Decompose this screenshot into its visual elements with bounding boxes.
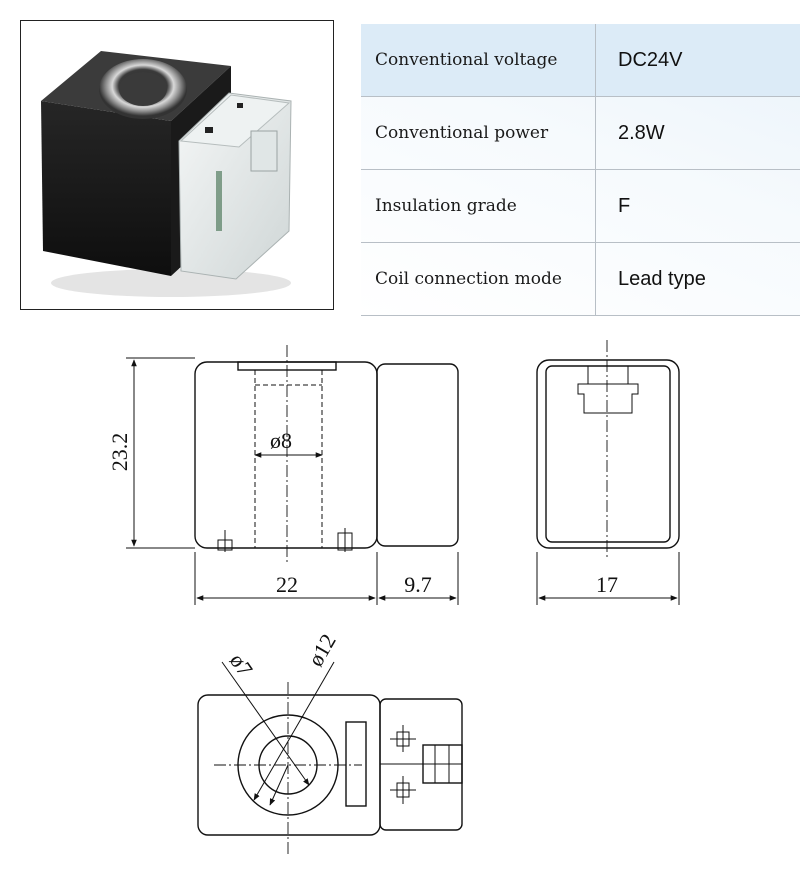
dim-body-width: 22 [276, 572, 298, 597]
dim-outer-bore: ø12 [303, 629, 341, 670]
dim-connector-width: 9.7 [404, 572, 432, 597]
spec-label: Conventional voltage [361, 24, 596, 97]
table-row: Coil connection mode Lead type [361, 242, 800, 316]
spec-label: Insulation grade [361, 169, 596, 243]
spec-value: DC24V [595, 24, 800, 97]
label-window [345, 721, 367, 807]
side-view: 17 [536, 340, 680, 605]
front-view-connector [376, 363, 459, 547]
spec-label: Conventional power [361, 96, 596, 170]
table-row: Conventional power 2.8W [361, 96, 800, 170]
spec-label: Coil connection mode [361, 242, 596, 316]
table-row: Insulation grade F [361, 169, 800, 243]
spec-table: Conventional voltage DC24V Conventional … [361, 24, 800, 316]
table-row: Conventional voltage DC24V [361, 24, 800, 97]
product-photo-frame [20, 20, 334, 310]
spec-value: 2.8W [595, 96, 800, 170]
solenoid-coil-photo [41, 51, 292, 297]
dim-bore: ø8 [270, 428, 292, 453]
side-view-inner [545, 365, 671, 543]
dim-height: 23.2 [107, 433, 132, 472]
dim-depth: 17 [596, 572, 618, 597]
connector-plug [422, 744, 463, 784]
dim-inner-bore: ø7 [225, 649, 258, 681]
side-view-outer [536, 359, 680, 549]
front-view: ø8 23.2 22 9.7 [107, 345, 459, 605]
top-view: ø7 ø12 [197, 629, 463, 855]
spec-value: F [595, 169, 800, 243]
spec-value: Lead type [595, 242, 800, 316]
